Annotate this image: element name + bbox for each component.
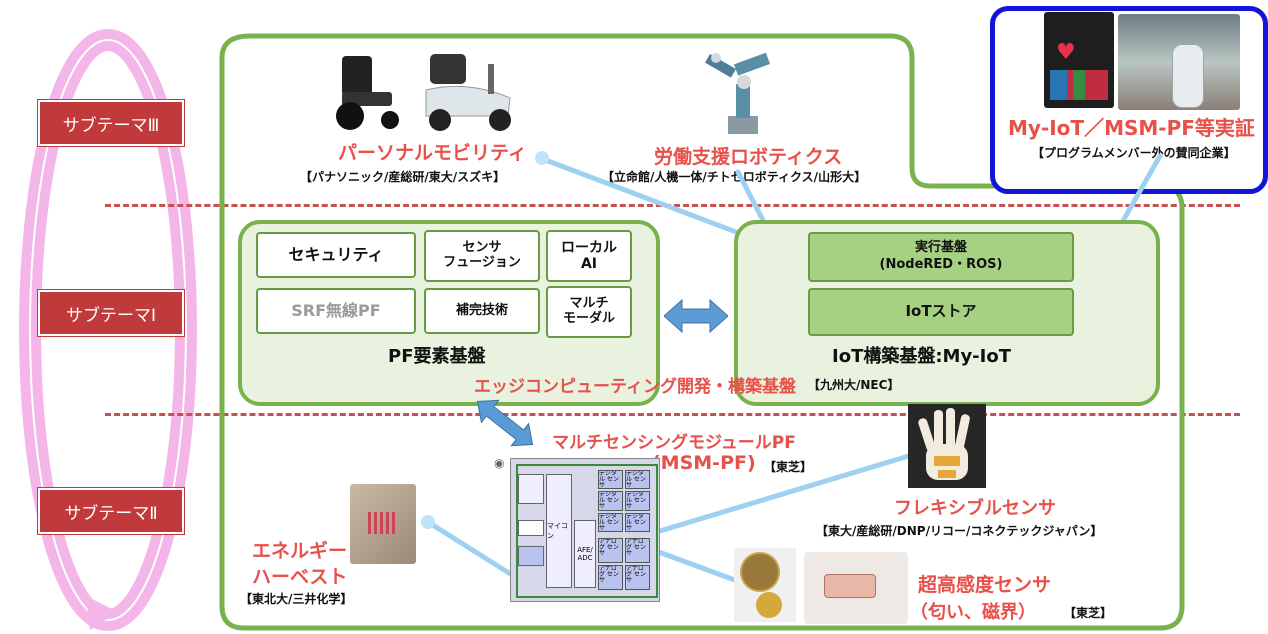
- myiot-demo-orgs: 【プログラムメンバー外の賛同企業】: [1032, 146, 1236, 160]
- scooter-image: [418, 50, 518, 134]
- cycle-arrow-icon: [19, 29, 197, 631]
- msm-pf-subtitle: (MSM-PF): [652, 452, 756, 474]
- flexible-sensor-glove-image: [908, 404, 986, 488]
- coin-sensor-2: [756, 592, 782, 618]
- subtheme-1-label: サブテーマⅠ: [38, 290, 184, 336]
- digital-sensor-chip: デジタル センサ: [598, 470, 623, 490]
- diagonal-arrow-icon: [476, 399, 534, 447]
- execution-platform-line2: (NodeRED・ROS): [879, 257, 1003, 272]
- adc-line1: AFE/: [577, 546, 593, 554]
- high-sensitivity-sensor-title: 超高感度センサ: [918, 574, 1052, 596]
- energy-harvest-title-1: エネルギー: [252, 540, 348, 562]
- sensor-fusion-line1: センサ: [462, 240, 502, 256]
- wheelchair-image: [326, 52, 410, 132]
- divider-bottom: [105, 413, 1240, 416]
- mobility-orgs: 【パナソニック/産総研/東大/スズキ】: [300, 170, 506, 184]
- srf-wireless-cell: SRF無線PF: [256, 288, 416, 334]
- analog-sensor-cells: アナログ センサ アナログ センサ アナログ センサ アナログ センサ: [598, 538, 650, 590]
- sensor-coin-image: [734, 548, 796, 622]
- sensor-board-chip: [824, 574, 876, 598]
- iot-store-cell: IoTストア: [808, 288, 1074, 336]
- energy-harvest-image: [350, 484, 416, 564]
- myiot-demo-title: My-IoT／MSM-PF等実証: [1008, 116, 1255, 140]
- digital-sensor-chip: デジタル センサ: [598, 512, 623, 532]
- analog-sensor-chip: アナログ センサ: [625, 538, 650, 563]
- mobility-title: パーソナルモビリティ: [338, 142, 527, 164]
- execution-platform-cell: 実行基盤 (NodeRED・ROS): [808, 232, 1074, 282]
- digital-sensor-cells: デジタル センサ デジタル センサ デジタル センサ デジタル センサ デジタル…: [598, 470, 650, 532]
- bidirectional-arrow-icon: [664, 298, 728, 334]
- wheelchair-icon: [336, 56, 399, 130]
- flexible-sensor-orgs: 【東大/産総研/DNP/リコー/コネクテックジャパン】: [816, 524, 1103, 538]
- energy-harvest-title-2: ハーベスト: [252, 566, 348, 588]
- edge-platform-orgs: 【九州大/NEC】: [808, 378, 900, 392]
- mcu-block: マイコン: [546, 474, 572, 588]
- robot-arm-image: [700, 44, 782, 136]
- robotics-title: 労働支援ロボティクス: [654, 146, 843, 168]
- pf-element-platform-title: PF要素基盤: [388, 346, 486, 367]
- harvest-block: [518, 546, 544, 566]
- analog-sensor-chip: アナログ センサ: [598, 565, 623, 590]
- security-cell: セキュリティ: [256, 232, 416, 278]
- app-heart-icon: ♥: [1056, 40, 1076, 65]
- energy-harvest-orgs: 【東北大/三井化学】: [240, 592, 353, 606]
- digital-sensor-chip: デジタル センサ: [598, 491, 623, 511]
- scooter-icon: [425, 54, 511, 131]
- adc-block: AFE/ ADC: [574, 520, 596, 588]
- sensor-board-image: [804, 552, 908, 624]
- harvest-grid-image: [368, 512, 396, 534]
- adc-line2: ADC: [577, 554, 593, 562]
- local-ai-line1: ローカル: [561, 239, 617, 256]
- local-ai-cell: ローカル AI: [546, 230, 632, 282]
- complement-tech-cell: 補完技術: [424, 288, 540, 334]
- msm-pf-orgs: 【東芝】: [764, 460, 813, 474]
- flexible-sensor-title: フレキシブルセンサ: [894, 498, 1056, 519]
- digital-sensor-chip: デジタル センサ: [625, 491, 650, 511]
- battery-block: [518, 520, 544, 536]
- sensor-fusion-cell: センサ フュージョン: [424, 230, 540, 282]
- multi-modal-line2: モーダル: [562, 311, 615, 326]
- device-image: [1172, 44, 1204, 108]
- local-ai-line2: AI: [580, 256, 598, 272]
- digital-sensor-chip: デジタル センサ: [625, 512, 650, 532]
- app-chart-image: [1050, 70, 1108, 100]
- sensor-fusion-line2: フュージョン: [443, 255, 521, 270]
- iot-platform-title: IoT構築基盤:My-IoT: [832, 346, 1011, 367]
- glove-icon: [918, 408, 970, 480]
- msm-pf-title: マルチセンシングモジュールPF: [552, 433, 796, 453]
- analog-sensor-chip: アナログ センサ: [598, 538, 623, 563]
- robotics-orgs: 【立命館/人機一体/チトセロボティクス/山形大】: [602, 170, 867, 184]
- robot-arm-icon: [705, 52, 771, 134]
- subtheme-3-label: サブテーマⅢ: [38, 100, 184, 146]
- power-block: [518, 474, 544, 504]
- module-inner-frame: [516, 464, 658, 598]
- multi-modal-cell: マルチ モーダル: [546, 286, 632, 338]
- edge-platform-title: エッジコンピューティング開発・構築基盤: [474, 377, 796, 397]
- execution-platform-line1: 実行基盤: [914, 240, 967, 256]
- high-sensitivity-sensor-subtitle: （匂い、磁界）: [910, 602, 1036, 623]
- analog-sensor-chip: アナログ センサ: [625, 565, 650, 590]
- subtheme-2-label: サブテーマⅡ: [38, 488, 184, 534]
- coin-sensor-1: [740, 552, 780, 592]
- high-sensitivity-sensor-orgs: 【東芝】: [1064, 606, 1113, 620]
- multi-modal-line1: マルチ: [569, 296, 609, 312]
- digital-sensor-chip: デジタル センサ: [625, 470, 650, 490]
- wireless-icon: ◉: [494, 456, 505, 470]
